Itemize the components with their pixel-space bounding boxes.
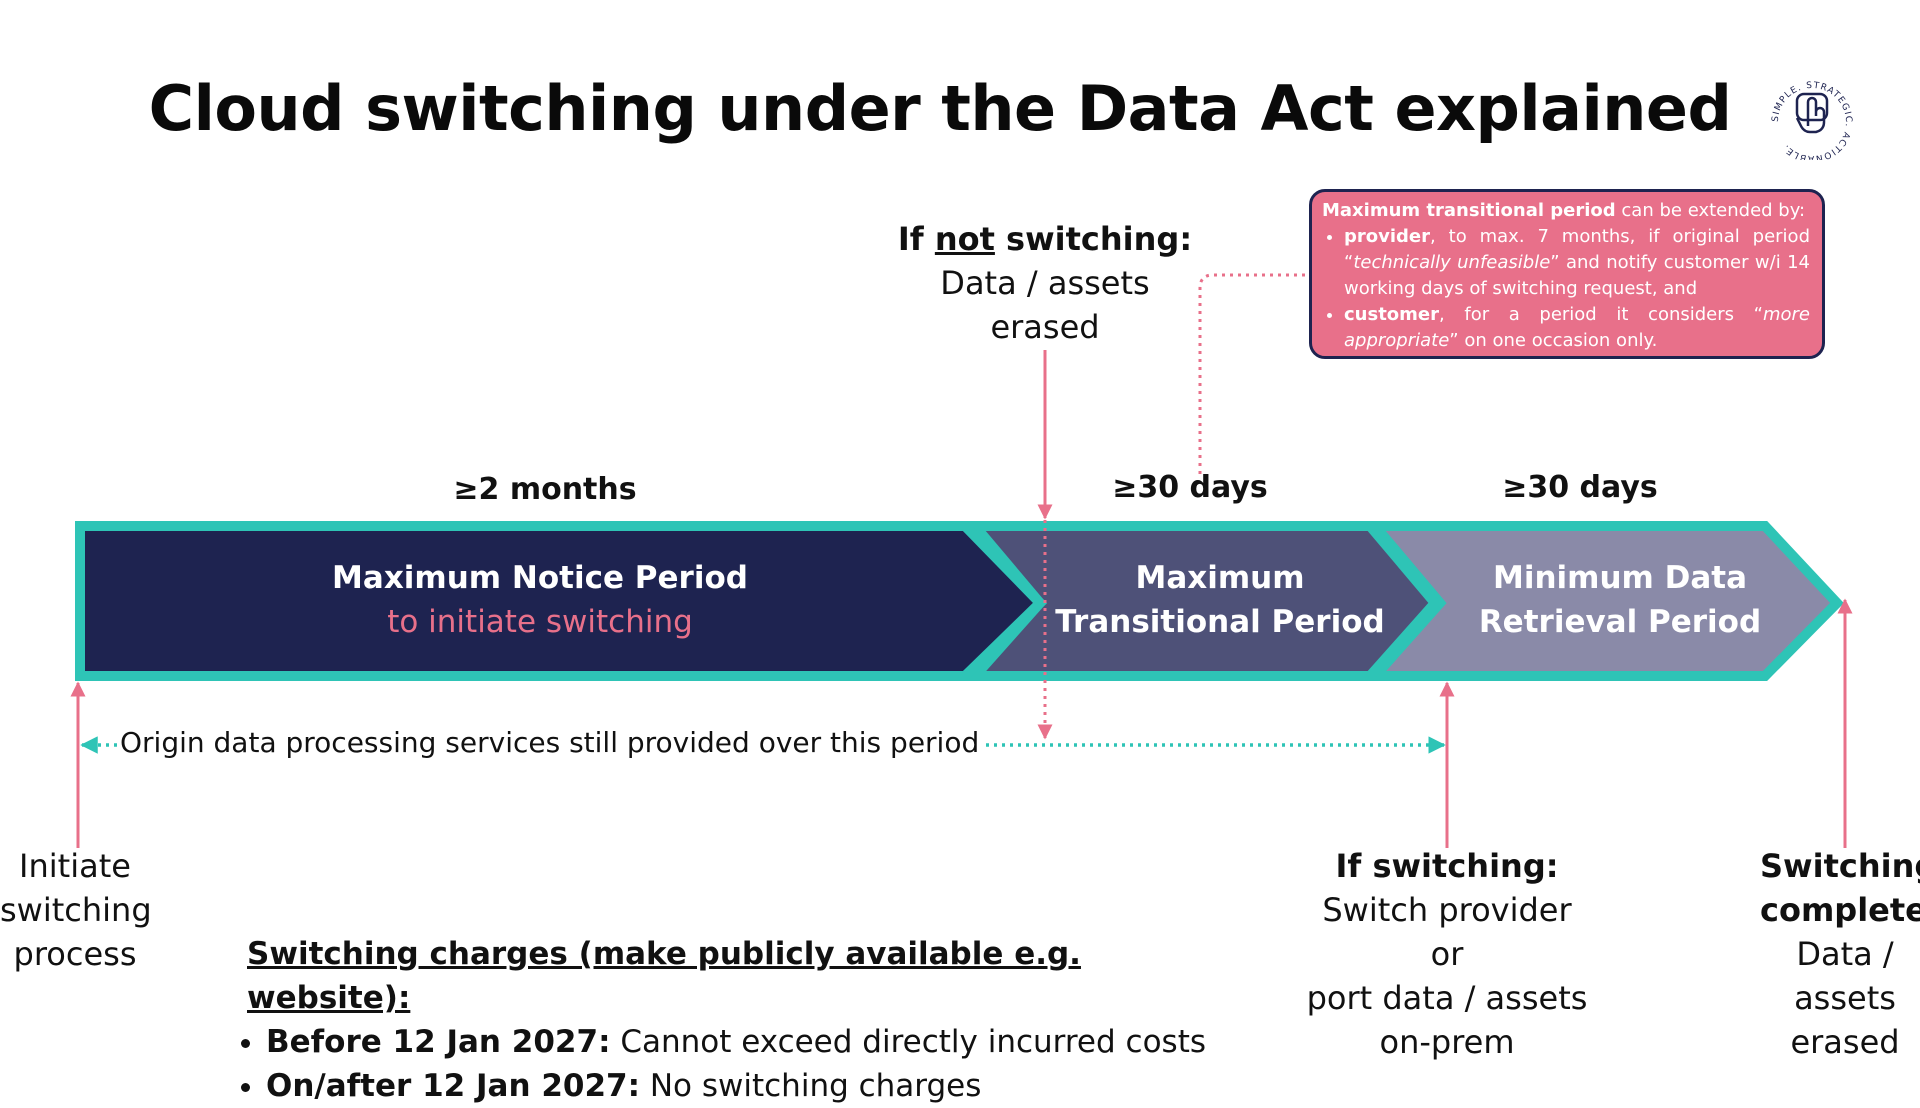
switching-charges: Switching charges (make publicly availab…: [232, 932, 1212, 1108]
initiate-line2: switching: [0, 891, 152, 929]
initiate-switching-note: Initiate switching process: [0, 844, 152, 976]
complete-line3: Data /: [1796, 935, 1894, 973]
notice-period-title: Maximum Notice Period: [332, 560, 748, 596]
retrieval-period-label: Minimum Data Retrieval Period: [1440, 556, 1800, 644]
transitional-period-label: Maximum Transitional Period: [1040, 556, 1400, 644]
notice-duration: ≥2 months: [453, 472, 637, 507]
not-switching-line2: erased: [990, 308, 1100, 346]
complete-line2: complete:: [1760, 891, 1920, 929]
page-title: Cloud switching under the Data Act expla…: [148, 72, 1732, 145]
if-switching-line3: port data / assets: [1306, 979, 1588, 1017]
if-switching-line2: or: [1430, 935, 1464, 973]
timeline-diagram: [70, 273, 1853, 848]
if-switching-line4: on-prem: [1379, 1023, 1515, 1061]
notice-period-band: [75, 521, 1048, 681]
infobox-connector: [1198, 273, 1305, 475]
notice-period-label: Maximum Notice Period to initiate switch…: [250, 556, 830, 644]
not-switching-heading: If not switching:: [897, 220, 1193, 258]
retrieval-duration: ≥30 days: [1502, 470, 1658, 505]
transitional-period-line2: Transitional Period: [1055, 604, 1385, 640]
transitional-extension-infobox: Maximum transitional period can be exten…: [1309, 189, 1825, 359]
initiate-line3: process: [13, 935, 137, 973]
hand-tap-icon: [1795, 92, 1829, 134]
complete-line5: erased: [1790, 1023, 1900, 1061]
transitional-period-line1: Maximum: [1135, 560, 1305, 596]
infobox-item-provider: provider, to max. 7 months, if original …: [1344, 224, 1810, 302]
charges-item-before: Before 12 Jan 2027: Cannot exceed direct…: [266, 1020, 1212, 1064]
notice-period-subtitle: to initiate switching: [387, 604, 693, 640]
retrieval-period-line1: Minimum Data: [1492, 560, 1748, 596]
charges-item-after: On/after 12 Jan 2027: No switching charg…: [266, 1064, 1212, 1108]
retrieval-period-line2: Retrieval Period: [1478, 604, 1762, 640]
if-switching-line1: Switch provider: [1322, 891, 1572, 929]
logo: SIMPLE. STRATEGIC. ACTIONABLE.: [1764, 64, 1860, 163]
not-switching-note: If not switching: Data / assets erased: [895, 217, 1195, 349]
if-switching-heading: If switching:: [1335, 847, 1559, 885]
infobox-intro: Maximum transitional period can be exten…: [1322, 200, 1806, 221]
complete-line1: Switching: [1760, 847, 1920, 885]
complete-line4: assets: [1794, 979, 1896, 1017]
switching-complete-note: Switching complete: Data / assets erased: [1760, 844, 1920, 1064]
if-switching-note: If switching: Switch provider or port da…: [1297, 844, 1597, 1064]
infobox-item-customer: customer, for a period it considers “mor…: [1344, 302, 1810, 354]
not-switching-line1: Data / assets: [940, 264, 1150, 302]
charges-heading: Switching charges (make publicly availab…: [247, 936, 1081, 1016]
transitional-duration: ≥30 days: [1112, 470, 1268, 505]
origin-services-label: Origin data processing services still pr…: [118, 726, 982, 759]
initiate-line1: Initiate: [19, 847, 131, 885]
